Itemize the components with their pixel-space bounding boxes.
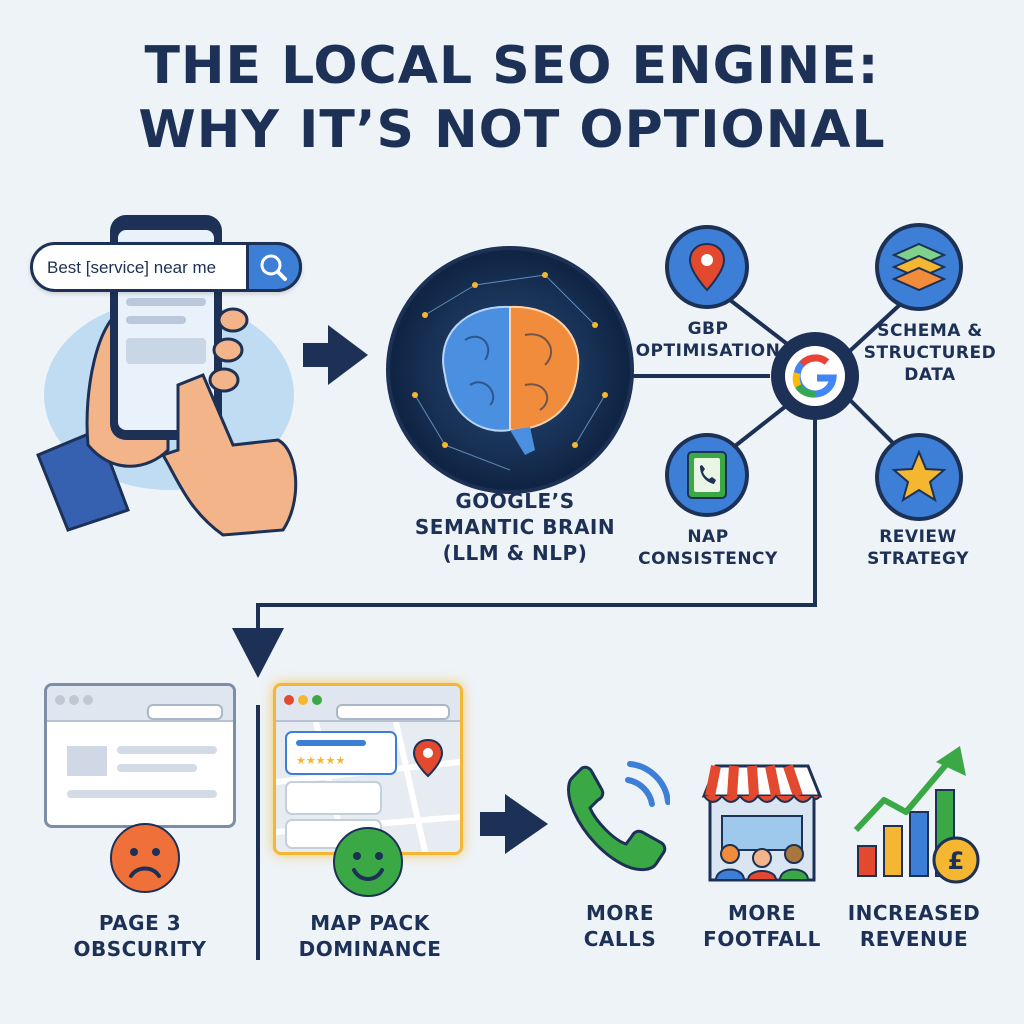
gbp-label-2: OPTIMISATION <box>635 341 781 361</box>
address-book-icon <box>665 433 749 517</box>
map-pack-browser-window: ★★★★★ <box>273 683 463 855</box>
footfall-label-2: FOOTFALL <box>703 927 821 951</box>
search-button[interactable] <box>246 242 302 292</box>
layers-icon <box>875 223 963 311</box>
map-pin-icon <box>665 225 749 309</box>
map-pack-label-1: MAP PACK <box>310 911 430 935</box>
schema-label-2: STRUCTURED <box>863 343 997 363</box>
arrow-1-head <box>328 325 368 385</box>
page3-label-2: OBSCURITY <box>73 937 207 961</box>
nap-label-2: CONSISTENCY <box>638 549 778 569</box>
sad-face-icon <box>110 823 180 893</box>
search-query-text: Best [service] near me <box>47 258 217 277</box>
happy-face-icon <box>333 827 403 897</box>
revenue-label-1: INCREASED <box>847 901 981 925</box>
page3-label-1: PAGE 3 <box>98 911 182 935</box>
revenue-label-2: REVENUE <box>859 927 969 951</box>
search-icon <box>260 254 287 281</box>
title-line-1: THE LOCAL SEO ENGINE: <box>144 36 880 96</box>
schema-label-3: DATA <box>904 365 956 385</box>
svg-text:£: £ <box>948 847 965 875</box>
storefront-icon <box>701 764 823 882</box>
nap-label-1: NAP <box>687 527 729 547</box>
down-arrow-head <box>232 628 284 678</box>
title-line-2: WHY IT’S NOT OPTIONAL <box>138 100 886 160</box>
calls-label-2: CALLS <box>583 927 657 951</box>
phone-icon <box>567 761 670 872</box>
brain-label-1: GOOGLE’S <box>455 489 575 513</box>
gbp-label-1: GBP <box>687 319 729 339</box>
review-label-2: STRATEGY <box>867 549 969 569</box>
calls-label-1: MORE <box>586 901 654 925</box>
page3-browser-window <box>44 683 236 828</box>
map-view: ★★★★★ <box>276 722 460 852</box>
brain-label-3: (LLM & NLP) <box>442 541 588 565</box>
hub-to-review-line <box>843 393 902 452</box>
star-icon <box>875 433 963 521</box>
svg-text:★★★★★: ★★★★★ <box>296 754 345 767</box>
map-pack-label-2: DOMINANCE <box>298 937 442 961</box>
google-g-icon <box>771 332 859 420</box>
search-bar[interactable]: Best [service] near me <box>30 242 302 292</box>
hub-to-schema-line <box>838 298 907 362</box>
arrow-2-head <box>505 794 548 854</box>
pointing-hand <box>160 373 298 537</box>
schema-label-1: SCHEMA & <box>877 321 983 341</box>
footfall-label-1: MORE <box>728 901 796 925</box>
flow-down-path <box>256 410 817 628</box>
review-label-1: REVIEW <box>879 527 957 547</box>
brain-label-2: SEMANTIC BRAIN <box>414 515 616 539</box>
semantic-brain-icon <box>386 246 634 494</box>
growth-chart-icon: £ <box>853 746 980 884</box>
